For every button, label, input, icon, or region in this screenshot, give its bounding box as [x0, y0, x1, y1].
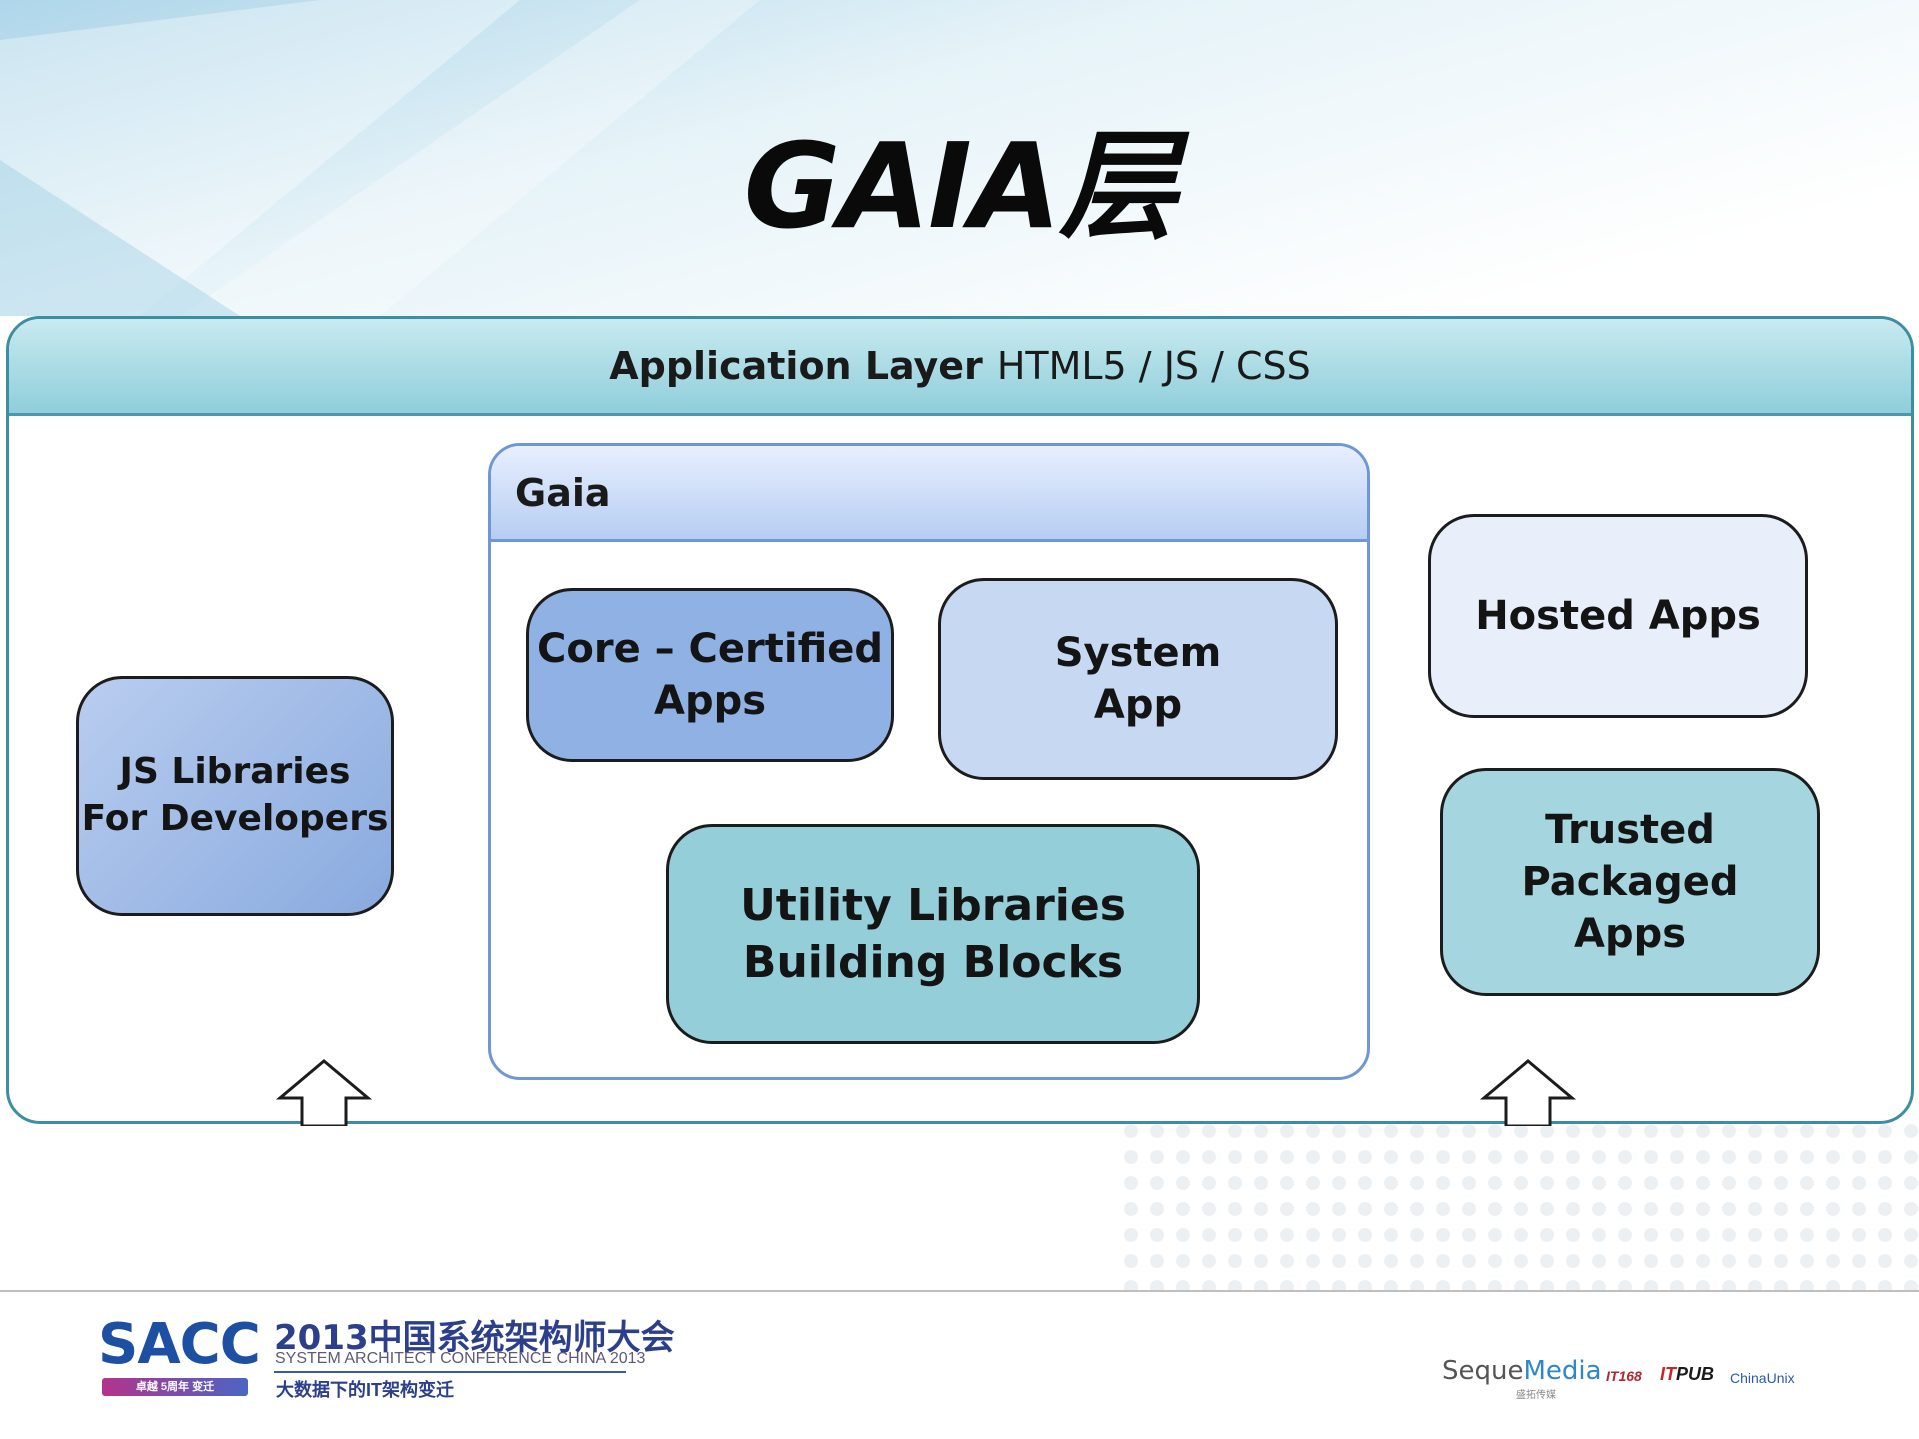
hosted-apps-box: Hosted Apps: [1428, 514, 1808, 718]
conference-title-en: SYSTEM ARCHITECT CONFERENCE CHINA 2013: [275, 1350, 646, 1367]
sacc-logo: SACC: [98, 1312, 261, 1377]
application-layer-tech: HTML5 / JS / CSS: [996, 344, 1311, 388]
hosted-apps-label: Hosted Apps: [1475, 593, 1761, 639]
conference-title-cn: 2013中国系统架构师大会: [274, 1318, 675, 1358]
application-layer-header: Application Layer HTML5 / JS / CSS: [9, 319, 1911, 416]
conference-underline: [274, 1371, 626, 1373]
utility-libraries-label: Utility Libraries Building Blocks: [740, 879, 1126, 988]
system-app-box: System App: [938, 578, 1338, 780]
itpub-pub: PUB: [1676, 1364, 1715, 1384]
chinaunix-logo: ChinaUnix: [1730, 1370, 1795, 1386]
core-certified-apps-box: Core – Certified Apps: [526, 588, 894, 762]
slide-title: GAIA层: [743, 117, 1177, 255]
js-libraries-box: JS Libraries For Developers: [76, 676, 394, 916]
up-arrow-right-icon: [1480, 1059, 1576, 1126]
seque-text: Seque: [1442, 1356, 1524, 1386]
itpub-logo: ITPUB: [1660, 1364, 1714, 1385]
gaia-header: Gaia: [491, 446, 1367, 542]
system-app-label: System App: [1054, 630, 1222, 728]
trusted-packaged-apps-box: Trusted Packaged Apps: [1440, 768, 1820, 996]
js-libraries-label: JS Libraries For Developers: [81, 751, 389, 839]
trusted-packaged-apps-label: Trusted Packaged Apps: [1521, 807, 1739, 957]
footer-divider: [0, 1290, 1919, 1292]
up-arrow-left-icon: [276, 1059, 372, 1126]
itpub-it: IT: [1660, 1364, 1676, 1384]
application-layer-label: Application Layer: [609, 344, 983, 388]
seque-media-subtitle: 盛拓传媒: [1516, 1390, 1556, 1401]
it168-logo: IT168: [1606, 1368, 1642, 1384]
core-certified-apps-label: Core – Certified Apps: [537, 626, 883, 724]
conference-slogan: 大数据下的IT架构变迁: [276, 1380, 454, 1400]
media-text: Media: [1523, 1356, 1602, 1386]
seque-media-logo: SequeMedia: [1442, 1356, 1602, 1386]
utility-libraries-box: Utility Libraries Building Blocks: [666, 824, 1200, 1044]
sacc-tagline: 卓越 5周年 变迁: [102, 1378, 248, 1396]
